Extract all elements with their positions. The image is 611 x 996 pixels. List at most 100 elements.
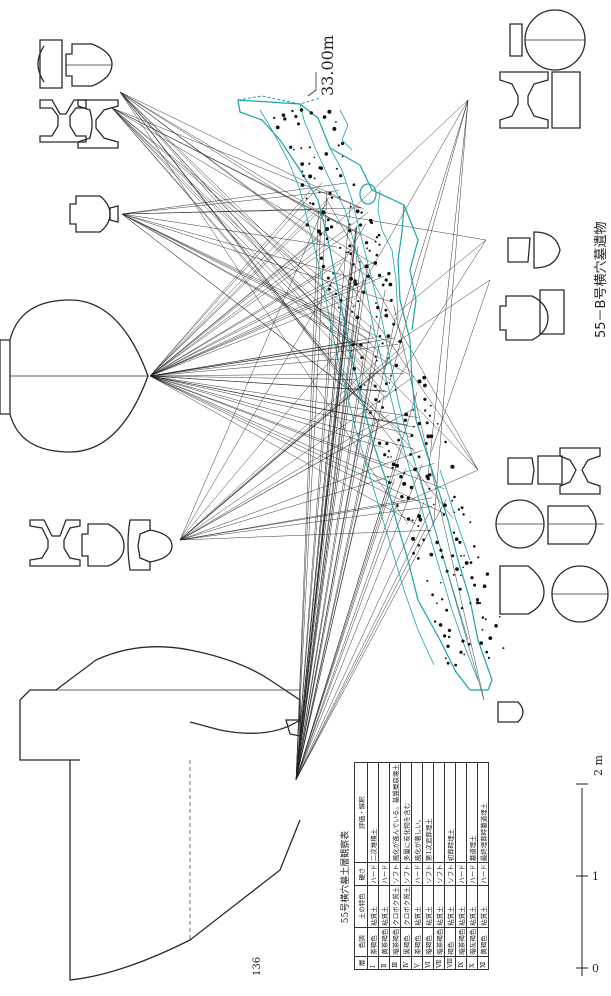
leader-line: [179, 498, 415, 541]
leader-line: [397, 279, 491, 343]
leader-line: [295, 464, 423, 781]
leader-line: [339, 269, 479, 471]
artifact-dot: [390, 456, 392, 458]
artifact-dot: [332, 272, 335, 275]
artifact-dot: [400, 495, 404, 499]
artifact-dot: [481, 628, 484, 631]
artifact-dot: [488, 636, 493, 640]
artifact-dot: [387, 456, 389, 458]
artifact-dot: [387, 357, 389, 359]
artifact-dot: [348, 245, 351, 248]
artifact-dot: [412, 551, 415, 555]
leader-line: [149, 344, 399, 377]
artifact-dot: [338, 196, 341, 198]
soil-table-cell: 暗茶褐色: [455, 927, 467, 957]
leader-line: [179, 414, 390, 541]
scale-bar: [576, 783, 588, 976]
artifact-dot: [350, 349, 353, 352]
leader-line: [295, 192, 328, 781]
vessel-small-cup-mid: [69, 195, 119, 233]
leader-line: [149, 375, 414, 428]
artifact-dot: [390, 375, 392, 377]
soil-table-header: 土の特色: [354, 885, 368, 928]
artifact-dot: [418, 517, 423, 522]
artifact-dot: [391, 466, 394, 469]
artifact-dot: [352, 263, 355, 266]
artifact-dot: [305, 223, 309, 227]
soil-table-cell: 暗茶褐色: [389, 927, 401, 957]
artifact-dot: [411, 536, 416, 541]
artifact-dot: [438, 623, 443, 627]
artifact-dot: [396, 503, 399, 506]
soil-table-cell: 茶褐色: [367, 927, 379, 957]
leader-line: [149, 224, 361, 377]
leader-line: [149, 209, 310, 377]
artifact-dot: [470, 576, 474, 580]
soil-table-cell: ソフト: [422, 862, 434, 886]
artifact-dot: [381, 406, 384, 409]
artifact-dot: [387, 475, 389, 478]
leader-line: [121, 213, 368, 339]
artifact-dot: [392, 322, 395, 326]
artifact-dot: [384, 278, 388, 282]
soil-table-cell: クロボク質土: [400, 885, 412, 928]
page-number: 136: [252, 956, 263, 976]
leader-line: [149, 337, 374, 377]
artifact-dot: [458, 540, 462, 544]
leader-line: [149, 257, 346, 377]
artifact-dot: [444, 657, 447, 660]
artifact-dot: [378, 401, 380, 403]
artifact-dot: [319, 232, 322, 236]
artifact-dot: [381, 283, 385, 287]
leader-line: [149, 188, 312, 377]
leader-line: [179, 360, 378, 541]
soil-table-cell: ハード: [466, 862, 478, 886]
artifact-dot: [375, 253, 379, 257]
soil-table-cell: ソフト: [400, 862, 412, 886]
soil-table-cell: Ⅺ: [477, 956, 489, 970]
artifact-dot: [281, 113, 286, 117]
artifact-dot: [422, 375, 427, 380]
soil-table-cell: ハード: [455, 862, 467, 886]
artifact-dot: [377, 441, 382, 445]
leader-line: [149, 274, 341, 377]
artifact-dot: [308, 174, 313, 179]
leader-line: [121, 213, 409, 375]
soil-table-cell: [433, 762, 445, 863]
artifact-dot: [352, 305, 355, 308]
artifact-dot: [389, 298, 393, 302]
artifact-dot: [335, 167, 338, 170]
artifact-dot: [460, 554, 462, 557]
artifact-dot: [417, 544, 421, 547]
soil-table-cell: 多量に炭化物を含む: [400, 762, 412, 863]
artifact-dot: [374, 398, 378, 402]
artifact-dot: [417, 421, 421, 426]
leader-line: [349, 338, 479, 471]
artifact-dot: [378, 334, 382, 338]
leader-line: [384, 99, 469, 370]
artifact-dot: [350, 205, 352, 208]
soil-table-cell: 粘質土: [477, 885, 489, 928]
artifact-dot: [384, 382, 388, 386]
artifact-dot: [485, 650, 489, 654]
artifact-dot: [461, 639, 465, 643]
leader-line: [295, 504, 398, 781]
artifact-dot: [485, 572, 490, 576]
leader-line: [179, 408, 414, 541]
leader-line: [295, 263, 369, 781]
artifact-dot: [384, 313, 389, 318]
artifact-dot: [360, 211, 363, 214]
artifact-dot: [317, 229, 321, 234]
artifact-dot: [440, 555, 444, 559]
leader-line: [179, 376, 415, 541]
figure-caption: 55－B号横穴墓遺物: [594, 221, 609, 338]
artifact-dot: [417, 455, 421, 459]
soil-table-cell: 暗灰褐色: [466, 927, 478, 957]
artifact-dot: [460, 506, 464, 510]
leader-line: [111, 107, 360, 341]
artifact-dot: [423, 397, 427, 401]
leader-line: [121, 213, 348, 326]
artifact-dot: [412, 409, 415, 411]
leader-line: [149, 212, 369, 377]
